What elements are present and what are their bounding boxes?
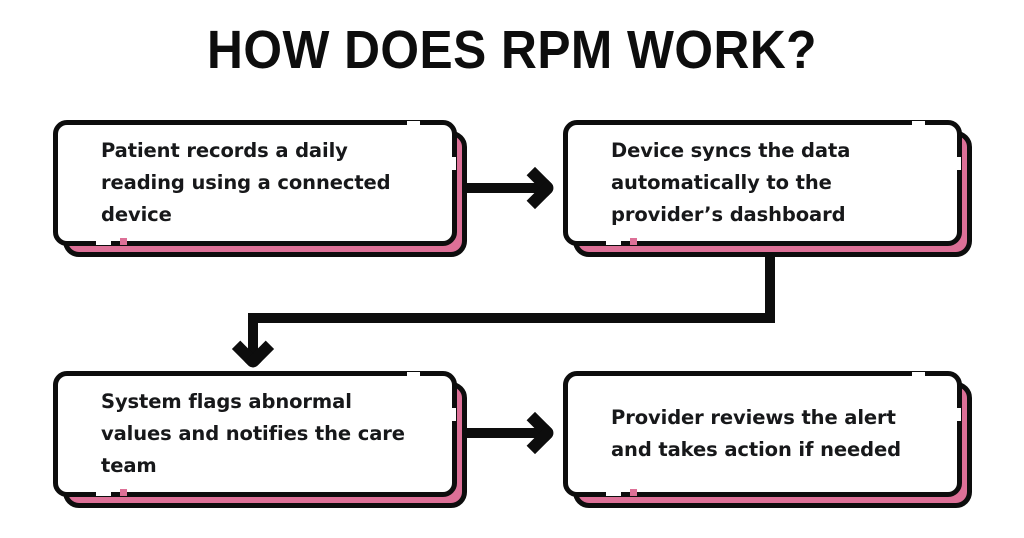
connector-2-3-segment-drop — [248, 313, 258, 355]
outline-gap-right — [449, 408, 456, 421]
outline-gap-top — [407, 121, 420, 128]
outline-gap-right — [449, 157, 456, 170]
card-face — [53, 120, 457, 246]
outline-gap-bottom-dot — [630, 489, 637, 496]
arrow-down-icon — [231, 327, 275, 371]
outline-gap-bottom — [96, 238, 111, 245]
outline-gap-bottom — [606, 238, 621, 245]
connector-2-3-segment-horizontal — [248, 313, 775, 323]
page-title: HOW DOES RPM WORK? — [207, 20, 817, 80]
flow-step-text-3: System flags abnormal values and notifie… — [101, 390, 405, 477]
flow-step-text-2: Device syncs the data automatically to t… — [611, 139, 851, 226]
connector-1-2-shaft — [466, 183, 544, 193]
card-face — [563, 120, 962, 246]
flow-step-card-3[interactable]: System flags abnormal values and notifie… — [53, 371, 467, 508]
flow-step-card-2[interactable]: Device syncs the data automatically to t… — [563, 120, 972, 257]
outline-gap-top — [407, 372, 420, 379]
flow-step-text-1: Patient records a daily reading using a … — [101, 139, 391, 226]
outline-gap-bottom-dot — [120, 489, 127, 496]
outline-gap-bottom-dot — [120, 238, 127, 245]
flow-step-card-1[interactable]: Patient records a daily reading using a … — [53, 120, 467, 257]
outline-gap-bottom — [606, 489, 621, 496]
card-face — [53, 371, 457, 497]
outline-gap-right — [954, 408, 961, 421]
card-face — [563, 371, 962, 497]
outline-gap-top — [912, 372, 925, 379]
arrow-right-icon — [513, 411, 557, 455]
outline-gap-bottom — [96, 489, 111, 496]
outline-gap-bottom-dot — [630, 238, 637, 245]
connector-3-4-shaft — [466, 428, 544, 438]
flow-step-text-4: Provider reviews the alert and takes act… — [611, 406, 901, 461]
outline-gap-top — [912, 121, 925, 128]
arrow-right-icon — [513, 166, 557, 210]
flow-step-card-4[interactable]: Provider reviews the alert and takes act… — [563, 371, 972, 508]
outline-gap-right — [954, 157, 961, 170]
connector-2-3-segment-vertical — [765, 257, 775, 323]
